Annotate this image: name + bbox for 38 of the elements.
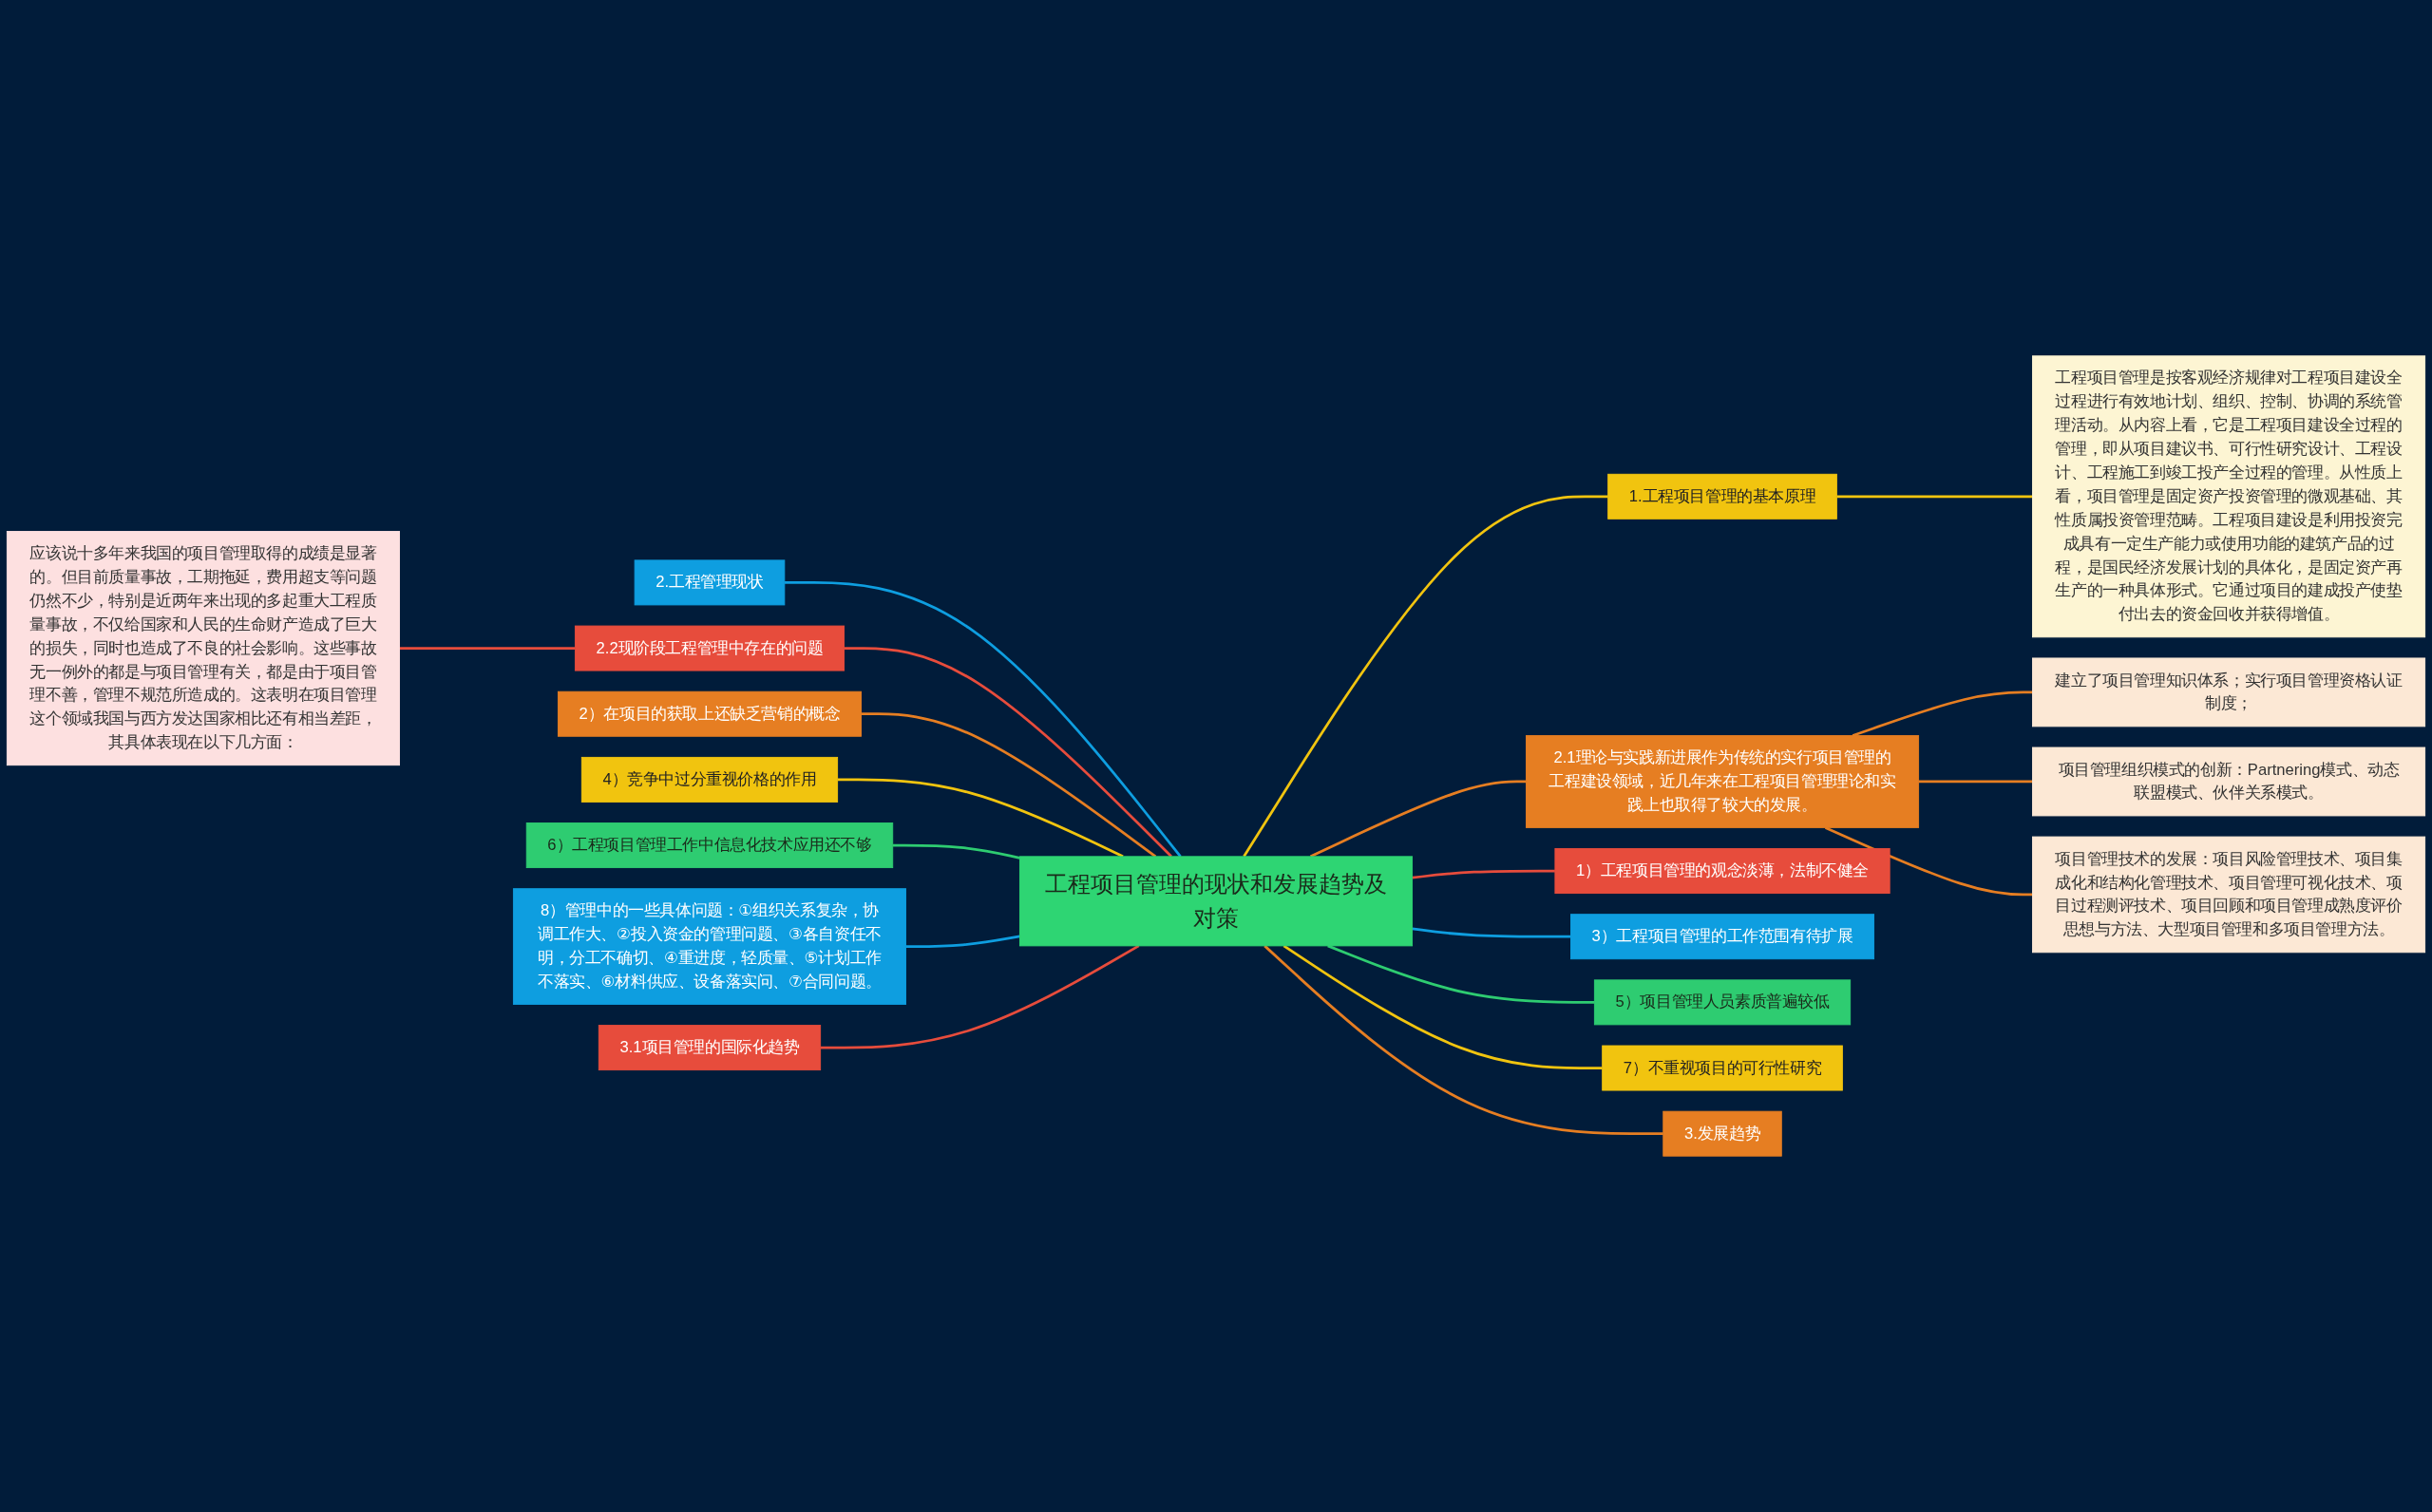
connector bbox=[399, 647, 576, 650]
connector bbox=[1327, 944, 1595, 1004]
connector bbox=[820, 944, 1140, 1049]
node-box: 3.1项目管理的国际化趋势 bbox=[598, 1025, 822, 1071]
connector bbox=[1412, 869, 1555, 879]
node-box: 7）不重视项目的可行性研究 bbox=[1602, 1045, 1843, 1091]
node-box: 3）工程项目管理的工作范围有待扩展 bbox=[1570, 914, 1875, 960]
node-box: 6）工程项目管理工作中信息化技术应用还不够 bbox=[525, 822, 894, 869]
connector bbox=[844, 647, 1172, 858]
connector bbox=[1852, 690, 2033, 737]
connector bbox=[1824, 826, 2033, 897]
connector bbox=[905, 935, 1020, 948]
connector bbox=[1282, 944, 1603, 1069]
node-box: 5）项目管理人员素质普遍较低 bbox=[1593, 979, 1852, 1026]
node-box: 2.2现阶段工程管理中存在的问题 bbox=[574, 625, 845, 671]
node-box: 4）竞争中过分重视价格的作用 bbox=[580, 756, 839, 803]
node-box: 应该说十多年来我国的项目管理取得的成绩是显著的。但目前质量事故，工期拖延，费用超支等问题仍然不少，特别是近两年来出现的多起重大工程质量事故，不仅给国家和人民的生命财产造成了巨大的损失，同时也造成了不良的社会影响。这些事故无一例外的都是与项目管理有关，都是由于项目管理不善，管理不规范所造成的。这表明在项目管理这个领域我国与西方发达国家相比还有相当差距，其具体表现在以下几方面： bbox=[6, 531, 400, 766]
connector bbox=[1412, 927, 1571, 938]
connector bbox=[892, 843, 1020, 860]
node-box: 1）工程项目管理的观念淡薄，法制不健全 bbox=[1554, 848, 1890, 894]
node-box: 3.发展趋势 bbox=[1662, 1110, 1782, 1157]
connector bbox=[861, 712, 1157, 858]
connector bbox=[784, 581, 1182, 858]
connector bbox=[1264, 944, 1663, 1136]
node-box: 项目管理组织模式的创新：Partnering模式、动态联盟模式、伙伴关系模式。 bbox=[2032, 747, 2426, 817]
node-box: 8）管理中的一些具体问题：①组织关系复杂，协调工作大、②投入资金的管理问题、③各自资任不明，分工不确切、④重进度，轻质量、⑤计划工作不落实、⑥材料供应、设备落实问、⑦合同问题。 bbox=[512, 888, 906, 1005]
connector bbox=[1918, 780, 2033, 784]
node-box: 1.工程项目管理的基本原理 bbox=[1607, 473, 1837, 520]
node-box: 工程项目管理是按客观经济规律对工程项目建设全过程进行有效地计划、组织、控制、协调的系统管理活动。从内容上看，它是工程项目建设全过程的管理，即从项目建议书、可行性研究设计、工程设计、工程施工到竣工投产全过程的管理。从性质上看，项目管理是固定资产投资管理的微观基础、其性质属投资管理范畴。工程项目建设是利用投资完成具有一定生产能力或使用功能的建筑产品的过程，是国民经济发展计划的具体化，是固定资产再生产的一种具体形式。它通过项目的建成投产使垫付出去的资金回收并获得增值。 bbox=[2032, 355, 2426, 638]
node-box: 工程项目管理的现状和发展趋势及对策 bbox=[1018, 856, 1414, 947]
node-box: 2.1理论与实践新进展作为传统的实行项目管理的工程建设领域，近几年来在工程项目管理理论和实践上也取得了较大的发展。 bbox=[1526, 735, 1920, 828]
connector bbox=[837, 778, 1124, 859]
connector bbox=[1243, 495, 1608, 858]
node-box: 项目管理技术的发展：项目风险管理技术、项目集成化和结构化管理技术、项目管理可视化技术、项目过程测评技术、项目回顾和项目管理成熟度评价思想与方法、大型项目管理和多项目管理方法。 bbox=[2032, 836, 2426, 954]
node-box: 2）在项目的获取上还缺乏营销的概念 bbox=[557, 690, 862, 737]
node-box: 2.工程管理现状 bbox=[634, 559, 786, 606]
connector bbox=[1836, 495, 2033, 499]
node-box: 建立了项目管理知识体系；实行项目管理资格认证制度； bbox=[2032, 657, 2426, 728]
